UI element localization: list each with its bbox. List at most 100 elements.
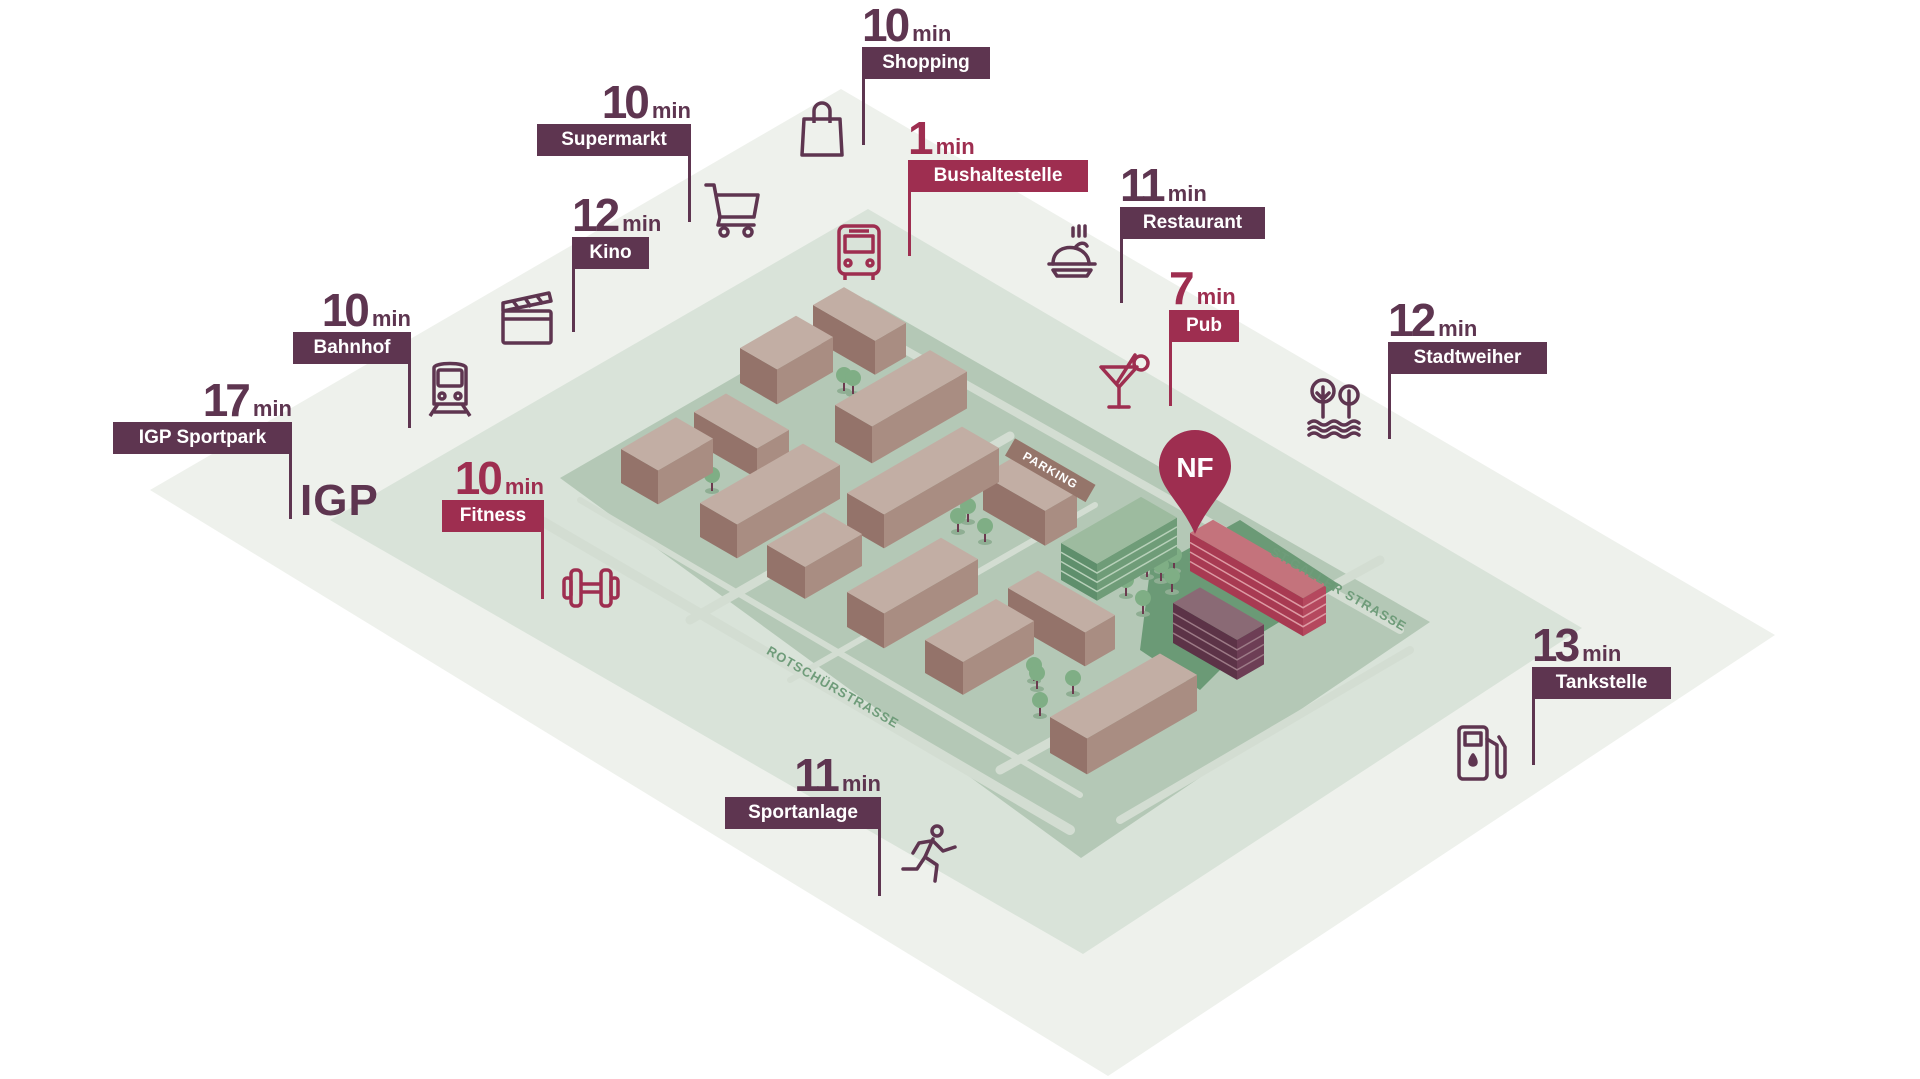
tree	[1032, 692, 1048, 719]
time-unit: min	[504, 474, 544, 499]
building-roof	[847, 537, 978, 614]
building	[835, 350, 967, 464]
runner-icon	[897, 823, 961, 887]
building-left-face	[740, 348, 777, 405]
bus-icon	[827, 220, 891, 284]
time-unit: min	[841, 771, 881, 796]
building	[847, 426, 999, 549]
flag-pole	[862, 79, 865, 145]
flag-pole	[1388, 374, 1391, 439]
building-left-face	[1008, 588, 1085, 667]
brand-pin-text: NF	[1176, 452, 1213, 483]
time-value: 11	[1120, 159, 1166, 211]
time-value: 7	[1169, 262, 1195, 314]
poi-label: Tankstelle	[1532, 667, 1671, 699]
building-right-face	[658, 438, 713, 505]
time-unit: min	[1167, 181, 1207, 206]
floor-line	[1189, 560, 1327, 628]
building-right-face	[1085, 615, 1115, 667]
time-value: 13	[1532, 619, 1580, 671]
project-building-red	[1189, 519, 1327, 637]
shopping-cart-icon	[702, 177, 766, 241]
building-roof	[740, 315, 833, 370]
trees-lake-icon	[1303, 375, 1367, 439]
dumbbell-icon	[559, 556, 623, 620]
building-roof	[1190, 519, 1326, 599]
building-right-face	[963, 620, 1034, 695]
floor-line	[1172, 632, 1265, 671]
floor-line	[1172, 622, 1265, 661]
time-unit: min	[935, 134, 975, 159]
building-left-face	[700, 503, 737, 559]
poi-label: Kino	[572, 237, 649, 269]
tree	[845, 370, 861, 397]
building-roof	[925, 599, 1034, 662]
building	[767, 512, 862, 599]
flag-pole	[1169, 342, 1172, 406]
train-icon	[418, 356, 482, 420]
time-unit: min	[1582, 641, 1622, 666]
project-building-plum	[1172, 587, 1265, 680]
building-roof	[835, 350, 967, 427]
time-unit: min	[651, 98, 691, 123]
building-right-face	[805, 534, 862, 599]
building-left-face	[813, 305, 875, 375]
building-left-face	[835, 405, 872, 464]
building	[813, 287, 906, 375]
time-value: 17	[202, 374, 251, 426]
poi-label: Stadtweiher	[1388, 342, 1547, 374]
tree	[950, 508, 966, 535]
floor-line	[1172, 612, 1265, 651]
floor-line	[1189, 541, 1327, 609]
time-value: 12	[1388, 294, 1436, 346]
building-left-face	[925, 640, 963, 695]
building-right-face	[1045, 492, 1077, 546]
building-right-face	[884, 559, 978, 649]
building-left-face	[847, 493, 884, 549]
building	[1050, 653, 1197, 775]
location-pin-icon[interactable]: NF	[1157, 428, 1233, 536]
parking-garage	[1060, 496, 1178, 601]
poi-label: Shopping	[862, 47, 990, 79]
igp-logo-icon: IGP	[300, 476, 379, 525]
flag-pole	[1120, 239, 1123, 303]
building-right-face	[884, 447, 999, 549]
building-right-face	[737, 464, 840, 559]
building	[1008, 570, 1115, 667]
clapperboard-icon	[495, 285, 559, 349]
time-value: 10	[601, 76, 650, 128]
poi-label: Restaurant	[1120, 207, 1265, 239]
poi-label: Supermarkt	[537, 124, 691, 156]
building-left-face	[1050, 717, 1087, 775]
time-unit: min	[252, 396, 292, 421]
building-left-face	[847, 592, 884, 649]
time-value: 1	[908, 112, 934, 164]
poi-label: Bushaltestelle	[908, 160, 1088, 192]
time-value: 11	[794, 749, 840, 801]
building	[925, 599, 1034, 695]
building-right-face	[777, 337, 833, 405]
tree	[1029, 665, 1045, 692]
flag-pole	[408, 364, 411, 428]
flag-pole	[289, 454, 292, 519]
